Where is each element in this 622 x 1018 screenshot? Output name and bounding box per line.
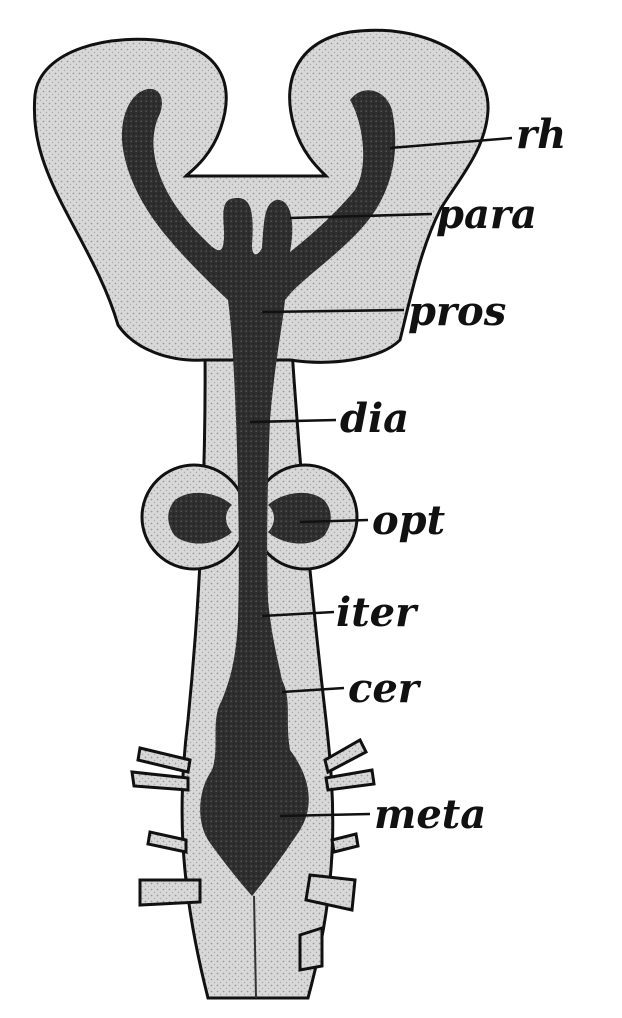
label-meta: meta: [374, 791, 486, 838]
nerve-roots: [130, 737, 376, 972]
label-para: para: [436, 191, 537, 238]
leader-lines: [249, 136, 513, 818]
leader-pros: [261, 308, 405, 314]
nerve-root: [146, 830, 188, 854]
leader-iter: [261, 610, 335, 618]
ventricle-cavity: [121, 88, 396, 896]
label-pros: pros: [408, 288, 506, 335]
leader-opt: [299, 518, 369, 524]
optic-cavity-left: [168, 492, 232, 544]
leader-para: [289, 212, 433, 220]
nerve-root: [130, 770, 190, 792]
label-dia: dia: [340, 395, 409, 442]
leader-dia: [249, 418, 337, 424]
central-canal: [253, 895, 257, 999]
nerve-root: [323, 737, 368, 775]
label-cer: cer: [348, 665, 422, 712]
nerve-root: [138, 878, 202, 907]
leader-meta: [279, 812, 371, 818]
nerve-root: [136, 746, 192, 774]
label-rh: rh: [516, 111, 566, 158]
leader-rh: [389, 136, 513, 150]
leader-cer: [281, 686, 345, 694]
nerve-root: [298, 925, 324, 972]
nerve-root: [330, 832, 360, 854]
label-opt: opt: [372, 497, 446, 544]
optic-cavity-right: [268, 492, 331, 544]
nerve-root: [304, 873, 357, 912]
label-iter: iter: [336, 589, 419, 636]
nerve-root: [324, 768, 376, 792]
